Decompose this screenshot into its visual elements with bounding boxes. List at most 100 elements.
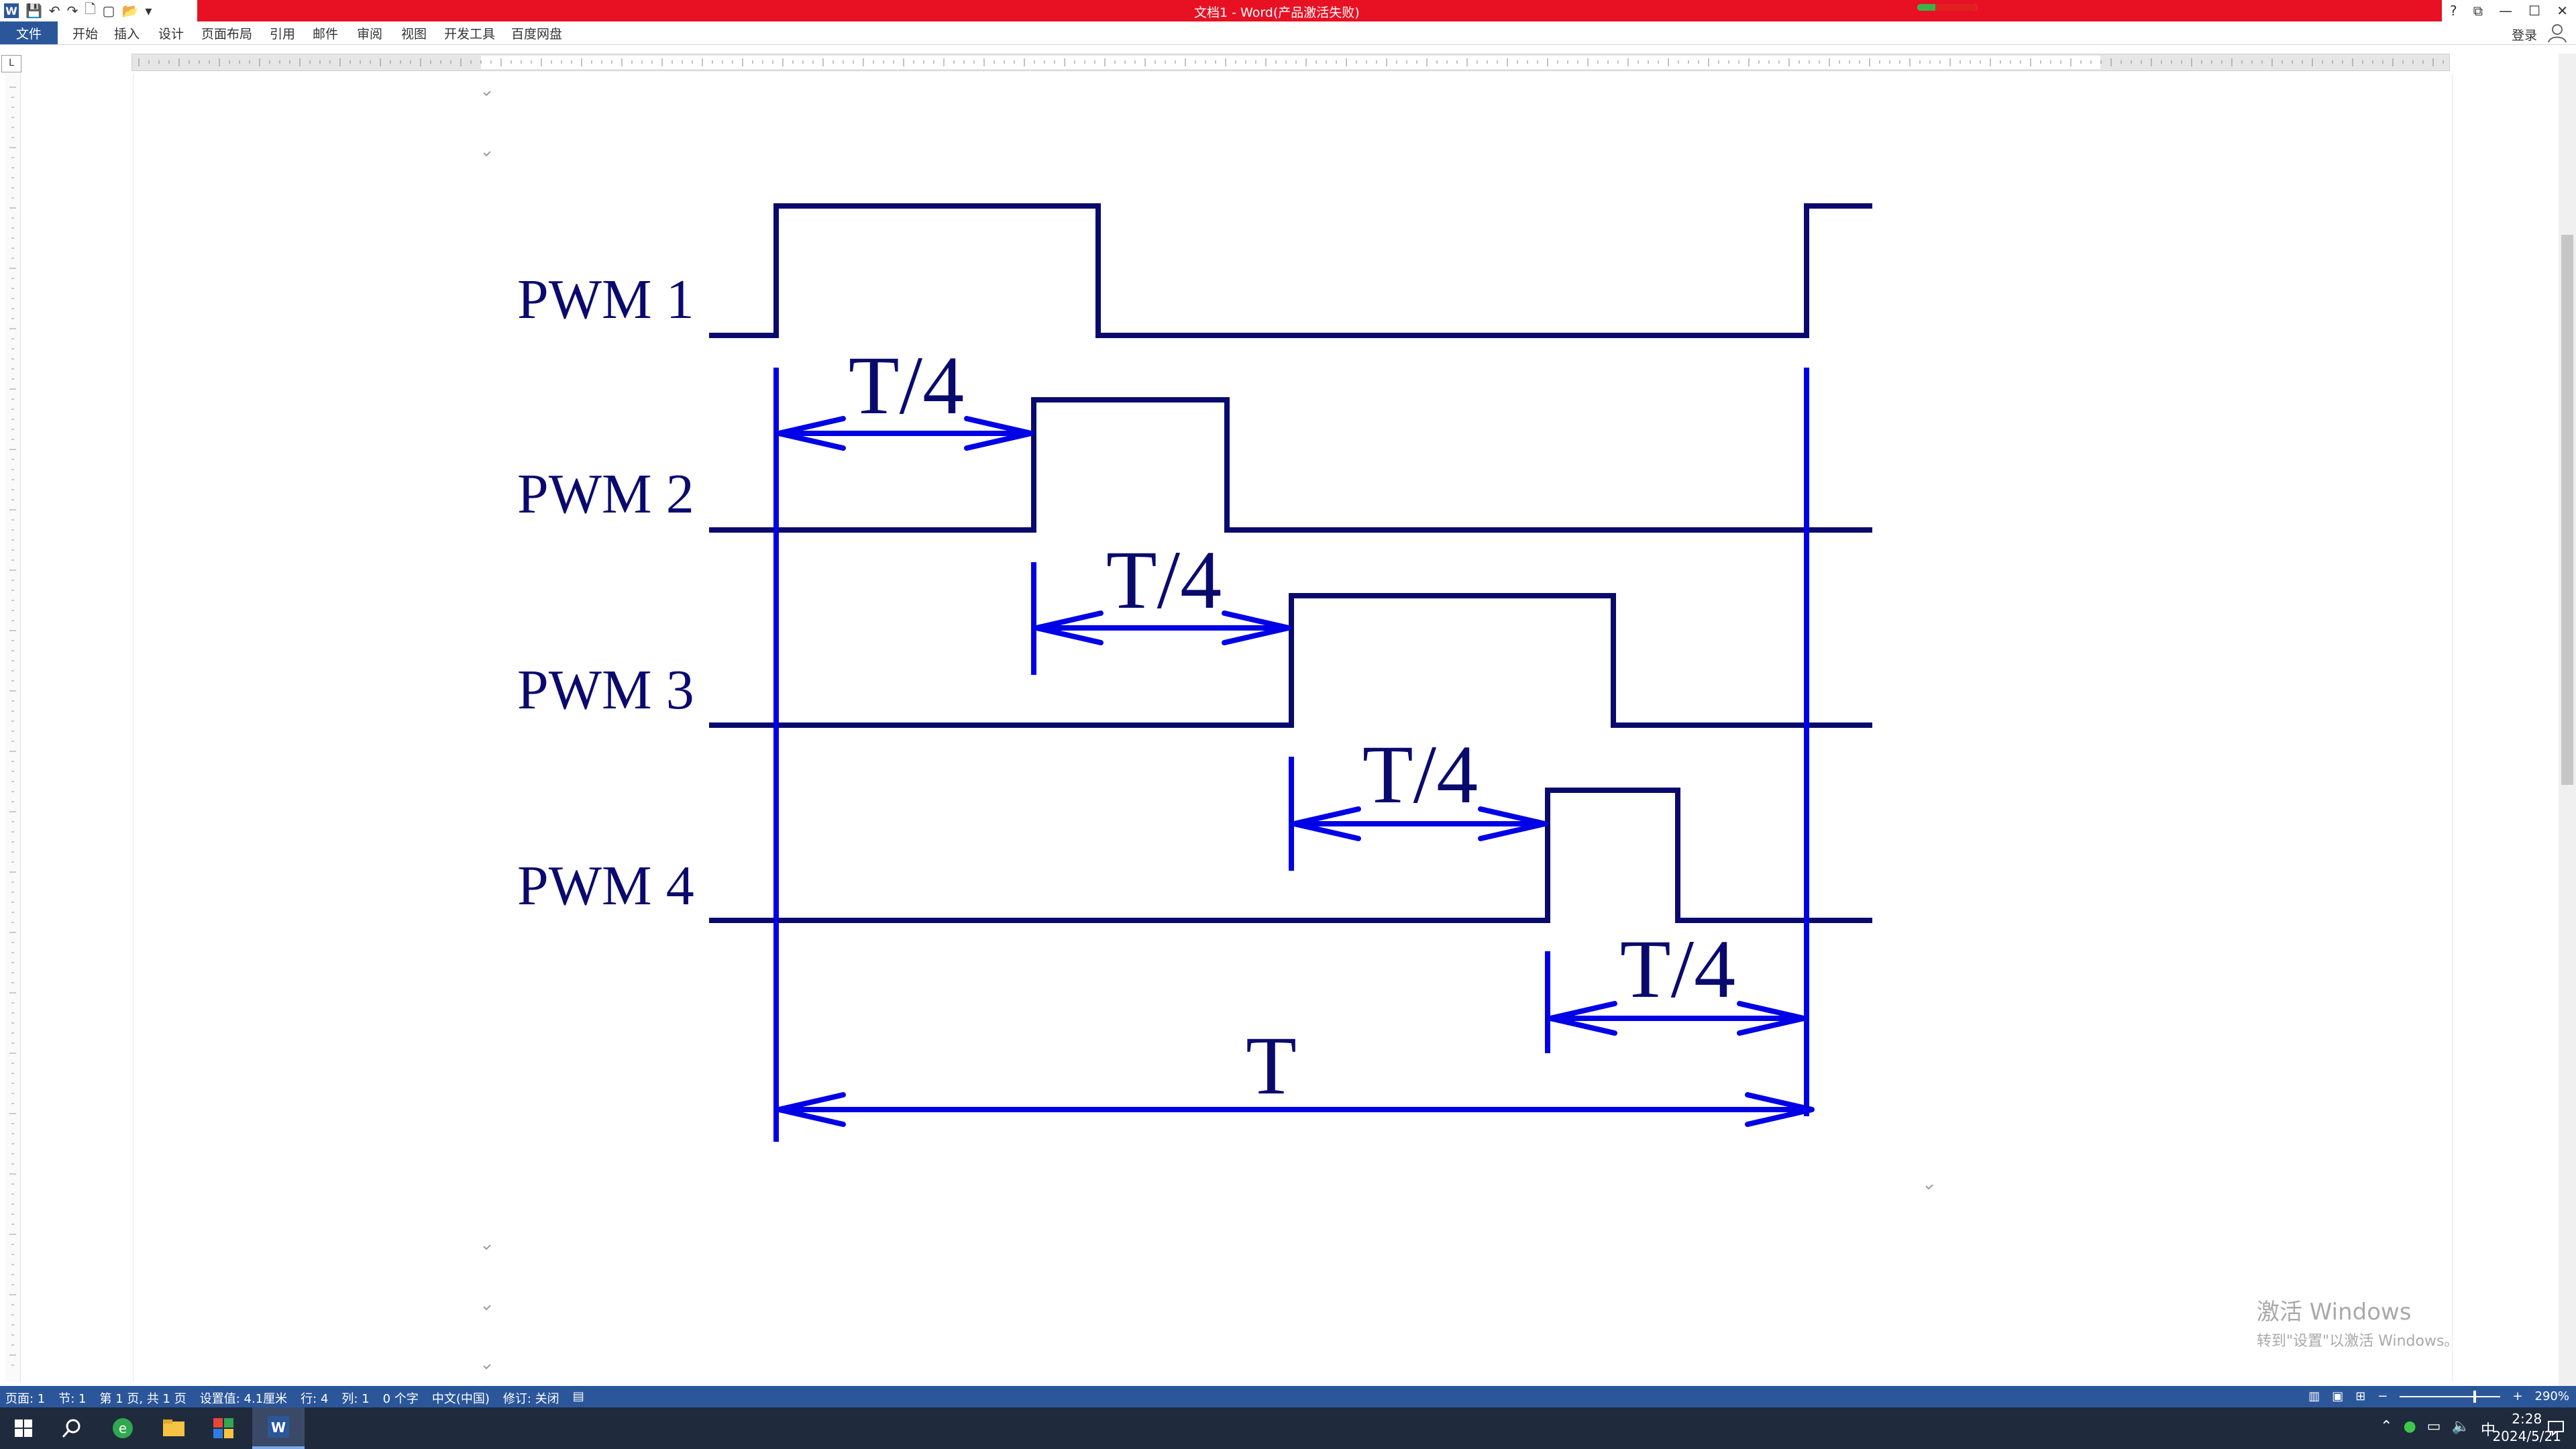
horizontal-ruler[interactable] <box>131 54 2450 71</box>
status-track-changes[interactable]: 修订: 关闭 <box>502 1392 559 1406</box>
word-app-icon: W <box>4 3 19 18</box>
ruler-ticks <box>138 58 2444 66</box>
zoom-slider-thumb[interactable] <box>2473 1390 2477 1403</box>
vertical-scrollbar[interactable] <box>2559 54 2576 1389</box>
status-bar: 页面: 1 节: 1 第 1 页, 共 1 页 设置值: 4.1厘米 行: 4 … <box>0 1386 2576 1407</box>
activation-progress-remaining <box>1935 4 1978 11</box>
tab-insert[interactable]: 插入 <box>114 27 140 42</box>
save-icon[interactable]: 💾 <box>25 3 42 19</box>
ime-indicator[interactable]: 中 <box>2480 1422 2496 1439</box>
zoom-slider[interactable] <box>2400 1390 2501 1403</box>
status-word-count[interactable]: 0 个字 <box>382 1392 419 1406</box>
redo-icon[interactable]: ↷ <box>66 3 78 19</box>
tab-file[interactable]: 文件 <box>0 21 58 44</box>
window-controls: ? ⧉ — ☐ ✕ <box>2442 0 2576 21</box>
tab-review[interactable]: 审阅 <box>357 27 383 42</box>
show-hidden-icons-icon[interactable]: ⌃ <box>2380 1418 2393 1435</box>
windows-logo-icon <box>15 1419 32 1437</box>
quarter-label-4: T/4 <box>1620 923 1735 1015</box>
search-icon[interactable] <box>56 1413 87 1444</box>
status-line[interactable]: 行: 4 <box>301 1392 329 1406</box>
restore-button[interactable]: ☐ <box>2528 3 2541 19</box>
tab-baidu-netdisk[interactable]: 百度网盘 <box>511 27 563 42</box>
word-taskbar-icon: W <box>268 1416 289 1438</box>
network-icon[interactable]: ▭ <box>2426 1418 2441 1435</box>
notification-center-icon[interactable] <box>2536 1413 2576 1444</box>
svg-text:W: W <box>271 1419 286 1436</box>
tab-stop-selector[interactable]: L <box>1 55 21 72</box>
tab-layout[interactable]: 页面布局 <box>201 27 253 42</box>
start-button[interactable] <box>8 1413 39 1444</box>
vertical-ruler-ticks <box>9 87 16 1366</box>
file-explorer-icon[interactable] <box>158 1413 189 1444</box>
login-link[interactable]: 登录 <box>2511 28 2537 43</box>
new-document-icon[interactable]: ▢ <box>102 3 115 19</box>
quarter-arrow-4 <box>1548 1001 1807 1036</box>
windows-taskbar: e W ⌃ ● ▭ 🔈 中 2:28 2024/5/21 <box>0 1407 2576 1449</box>
zoom-level[interactable]: 290% <box>2534 1389 2569 1403</box>
svg-text:e: e <box>119 1420 127 1436</box>
help-button[interactable]: ? <box>2450 3 2457 19</box>
quarter-arrow-1 <box>776 416 1034 451</box>
zoom-in-icon[interactable]: + <box>2512 1389 2523 1403</box>
read-mode-icon[interactable]: ▥ <box>2308 1389 2320 1403</box>
tab-mailings[interactable]: 邮件 <box>313 27 339 42</box>
quarter-label-2: T/4 <box>1106 534 1222 626</box>
tab-developer[interactable]: 开发工具 <box>444 27 496 42</box>
quick-access-toolbar: W 💾 ↶ ↷ 🗋 ▢ 📂 ▾ <box>0 0 197 21</box>
activation-progress-fill <box>1917 4 1935 11</box>
activation-progress-bar <box>1917 4 1978 11</box>
tab-references[interactable]: 引用 <box>270 27 296 42</box>
watermark-title: 激活 Windows <box>2257 1299 2412 1326</box>
volume-icon[interactable]: 🔈 <box>2451 1418 2470 1435</box>
status-column[interactable]: 列: 1 <box>341 1392 370 1406</box>
signal-label-pwm1: PWM 1 <box>517 268 694 331</box>
customize-toolbar-icon[interactable]: ▾ <box>145 3 152 19</box>
status-page[interactable]: 页面: 1 <box>5 1392 46 1406</box>
status-section[interactable]: 节: 1 <box>58 1392 87 1406</box>
scrollbar-thumb[interactable] <box>2561 235 2573 785</box>
user-avatar-icon[interactable] <box>2546 23 2568 43</box>
quarter-label-3: T/4 <box>1362 729 1478 820</box>
watermark-subtitle: 转到"设置"以激活 Windows。 <box>2257 1333 2459 1350</box>
ruler-text-area <box>481 56 2100 69</box>
word-taskbar-button[interactable]: W <box>252 1407 305 1449</box>
close-button[interactable]: ✕ <box>2557 3 2568 19</box>
status-page-count[interactable]: 第 1 页, 共 1 页 <box>99 1392 186 1406</box>
waveform-pwm1 <box>709 203 1872 338</box>
paragraph-marks <box>483 91 1933 1370</box>
macro-record-icon[interactable]: ▤ <box>572 1389 584 1403</box>
signal-label-pwm2: PWM 2 <box>517 463 694 525</box>
print-layout-icon[interactable]: ▣ <box>2332 1389 2344 1403</box>
waveform-pwm3 <box>709 593 1872 728</box>
tab-view[interactable]: 视图 <box>401 27 427 42</box>
activation-watermark: 激活 Windows 转到"设置"以激活 Windows。 <box>2257 1293 2459 1350</box>
wechat-tray-icon[interactable]: ● <box>2403 1418 2416 1435</box>
tab-home[interactable]: 开始 <box>72 27 99 42</box>
tab-design[interactable]: 设计 <box>158 27 184 42</box>
open-folder-icon[interactable]: 📂 <box>121 3 139 19</box>
web-layout-icon[interactable]: ⊞ <box>2355 1389 2366 1403</box>
system-tray: ⌃ ● ▭ 🔈 中 <box>2380 1418 2496 1440</box>
app-grid-icon[interactable] <box>208 1413 239 1444</box>
print-preview-icon[interactable]: 🗋 <box>85 1 96 17</box>
waveform-pwm4 <box>709 788 1872 923</box>
clock-time: 2:28 <box>2512 1411 2542 1427</box>
waveform-pwm2 <box>709 397 1872 533</box>
quarter-arrow-2 <box>1034 610 1291 645</box>
window-title: 文档1 - Word(产品激活失败) <box>1194 5 1360 20</box>
minimize-button[interactable]: — <box>2499 3 2513 19</box>
browser-app-icon[interactable]: e <box>107 1413 138 1444</box>
signal-label-pwm4: PWM 4 <box>517 855 694 917</box>
undo-icon[interactable]: ↶ <box>48 3 60 19</box>
vertical-ruler[interactable] <box>5 74 21 1382</box>
ribbon-display-options-button[interactable]: ⧉ <box>2473 3 2483 19</box>
ribbon-tabs: 文件 开始 插入 设计 页面布局 引用 邮件 审阅 视图 开发工具 百度网盘 登… <box>0 21 2576 45</box>
quarter-arrow-3 <box>1291 806 1548 841</box>
status-position[interactable]: 设置值: 4.1厘米 <box>199 1392 288 1406</box>
status-language[interactable]: 中文(中国) <box>431 1392 490 1406</box>
pwm-timing-diagram: PWM 1 PWM 2 PWM 3 PWM 4 <box>483 91 1933 1370</box>
zoom-out-icon[interactable]: − <box>2377 1389 2388 1403</box>
title-bar: W 💾 ↶ ↷ 🗋 ▢ 📂 ▾ 文档1 - Word(产品激活失败) ? ⧉ —… <box>0 0 2576 21</box>
document-page[interactable]: PWM 1 PWM 2 PWM 3 PWM 4 <box>133 74 2453 1382</box>
